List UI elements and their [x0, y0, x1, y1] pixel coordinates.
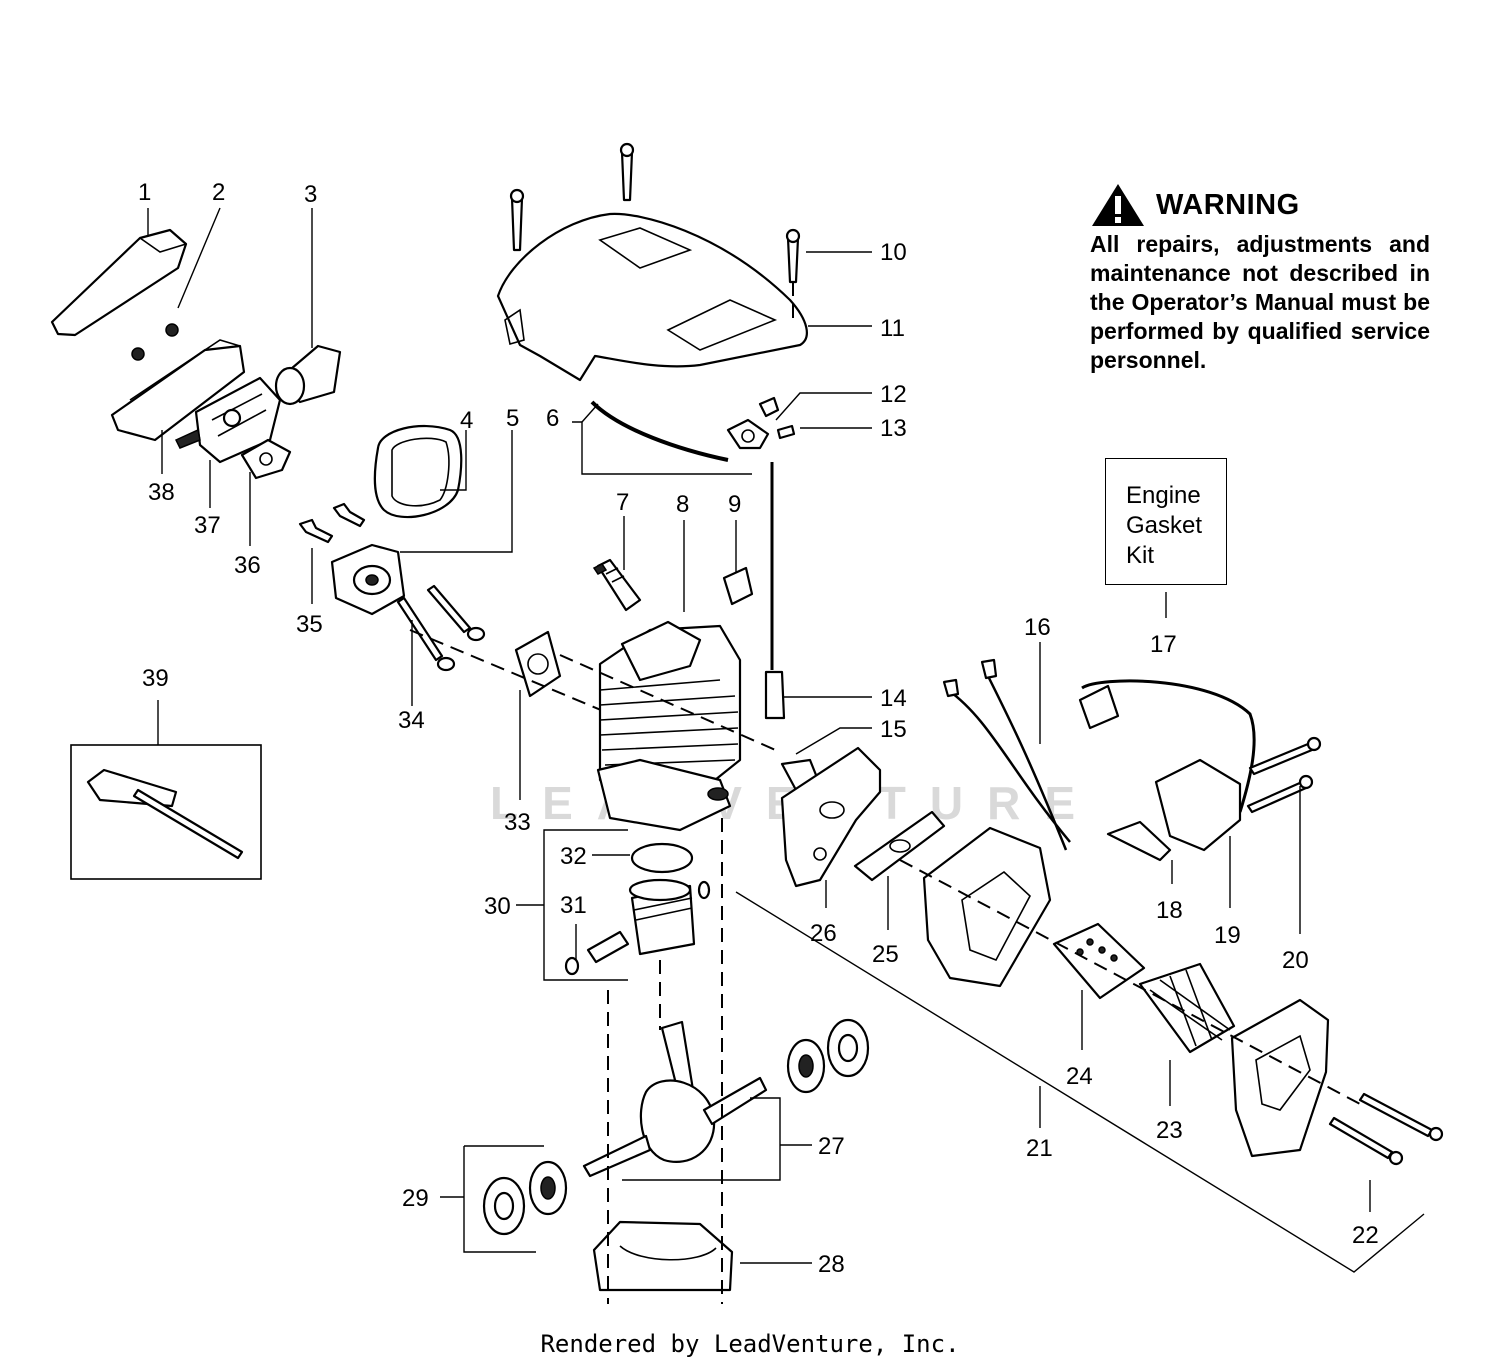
part-7-spark-plug: [592, 558, 642, 612]
callout-15: 15: [880, 716, 907, 743]
engine-gasket-kit-box: Engine Gasket Kit: [1105, 458, 1227, 585]
callout-2: 2: [212, 179, 225, 206]
part-37-carburetor: [174, 376, 282, 464]
part-8-cylinder: [596, 620, 742, 832]
callout-4: 4: [460, 407, 473, 434]
part-29-bearings: [482, 1160, 568, 1236]
callout-5: 5: [506, 405, 519, 432]
callout-28: 28: [818, 1251, 845, 1278]
callout-29: 29: [402, 1185, 429, 1212]
callout-26: 26: [810, 920, 837, 947]
footer-credit: Rendered by LeadVenture, Inc.: [540, 1330, 960, 1358]
part-23-spark-arrestor: [1138, 962, 1236, 1054]
callout-13: 13: [880, 415, 907, 442]
callout-27: 27: [818, 1133, 845, 1160]
part-1-air-filter-cover: [50, 228, 188, 337]
callout-8: 8: [676, 491, 689, 518]
callout-17: 17: [1150, 631, 1177, 658]
part-39-scrench-tool: [70, 744, 262, 880]
callout-34: 34: [398, 707, 425, 734]
callout-9: 9: [728, 491, 741, 518]
part-12-vent-valve: [726, 396, 780, 450]
part-19-ignition-module: [1078, 679, 1256, 852]
part-22-muffler-cover: [1230, 998, 1444, 1166]
warning-notice: WARNING All repairs, adjustments and mai…: [1090, 182, 1430, 375]
callout-21: 21: [1026, 1135, 1053, 1162]
part-36-carburetor-gasket: [240, 438, 292, 480]
callout-24: 24: [1066, 1063, 1093, 1090]
part-30-piston: [628, 878, 711, 956]
part-28-crankcase: [592, 1220, 734, 1292]
callout-23: 23: [1156, 1117, 1183, 1144]
part-13-plug: [776, 424, 796, 440]
callout-1: 1: [138, 179, 151, 206]
assembly-line-intake: [409, 629, 621, 719]
kit-label-line-1: Engine: [1126, 482, 1201, 509]
part-38-carburetor-bracket: [110, 323, 246, 442]
part-34-bolts: [396, 584, 486, 672]
callout-16: 16: [1024, 614, 1051, 641]
callout-35: 35: [296, 611, 323, 638]
callout-25: 25: [872, 941, 899, 968]
part-35-screws: [298, 502, 366, 544]
callout-36: 36: [234, 552, 261, 579]
callout-3: 3: [304, 181, 317, 208]
part-16-wiring: [942, 658, 1071, 851]
part-18-ground-plate: [1106, 820, 1172, 862]
callout-19: 19: [1214, 922, 1241, 949]
callout-33: 33: [504, 809, 531, 836]
callout-37: 37: [194, 512, 221, 539]
callout-11: 11: [880, 315, 905, 342]
part-24-baffle: [1052, 922, 1146, 1000]
warning-header: WARNING: [1090, 182, 1430, 228]
callout-12: 12: [880, 381, 907, 408]
callout-18: 18: [1156, 897, 1183, 924]
part-32-piston-ring: [630, 842, 694, 874]
callout-31: 31: [560, 892, 587, 919]
callout-numbers: 1 2 3 4 5 6 7 8 9 10 11 12 13 14 15 16 1…: [138, 179, 1379, 1278]
assembly-line-exhaust: [559, 654, 781, 753]
part-4-air-filter-element: [373, 424, 463, 519]
callout-6: 6: [546, 405, 559, 432]
callout-32: 32: [560, 843, 587, 870]
callout-7: 7: [616, 489, 629, 516]
part-6-fuel-line: [590, 400, 729, 462]
callout-39: 39: [142, 665, 169, 692]
part-26-heat-shield: [780, 746, 882, 888]
part-3-intake-boot: [274, 344, 342, 406]
callout-10: 10: [880, 239, 907, 266]
kit-label-line-2: Gasket: [1126, 512, 1203, 539]
warning-triangle-icon: [1092, 184, 1144, 226]
part-5-intake-adapter: [330, 543, 406, 616]
leader-lines: [147, 207, 1425, 1273]
part-11-top-cover: [496, 212, 808, 382]
callout-38: 38: [148, 479, 175, 506]
part-10-screws: [509, 142, 801, 284]
callout-20: 20: [1282, 947, 1309, 974]
part-9-boot: [722, 566, 754, 606]
callout-14: 14: [880, 685, 907, 712]
callout-22: 22: [1352, 1222, 1379, 1249]
kit-label-line-3: Kit: [1126, 542, 1155, 569]
part-25-muffler-gasket: [853, 810, 946, 882]
warning-text: All repairs, adjustments and maintenance…: [1090, 231, 1430, 373]
part-33-cylinder-gasket: [514, 630, 562, 698]
warning-title: WARNING: [1156, 188, 1300, 221]
part-20-screws: [1246, 736, 1322, 814]
part-31-piston-pin: [564, 930, 630, 976]
callout-30: 30: [484, 893, 511, 920]
part-14-fuel-pickup: [764, 462, 786, 720]
part-27-crankshaft: [582, 1018, 870, 1178]
